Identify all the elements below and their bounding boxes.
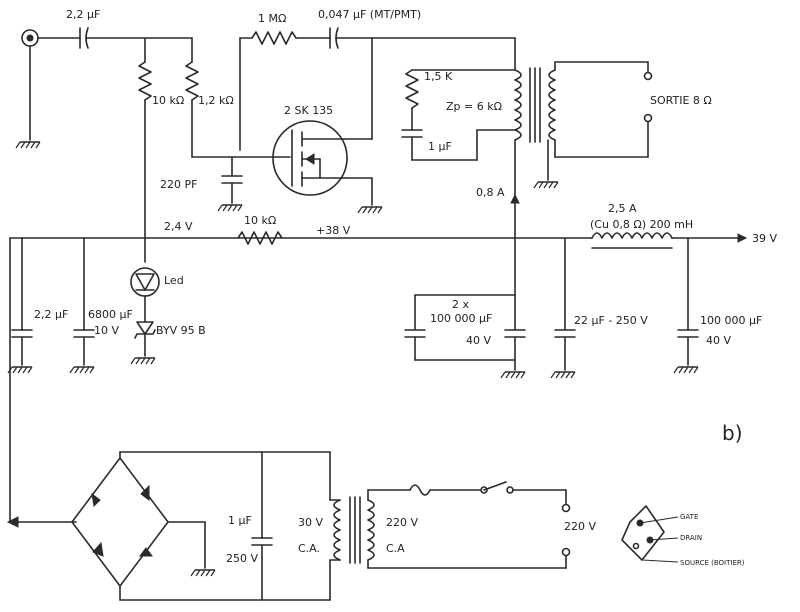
capacitor-2u2-left	[7, 237, 33, 374]
ca-left-label: C.A.	[298, 542, 320, 555]
feedback-capacitor-label: 0,047 µF (MT/PMT)	[318, 8, 421, 21]
current-25-label: 2,5 A	[608, 202, 637, 215]
capacitor-1uf-ps	[251, 451, 273, 601]
snubber-network	[401, 69, 516, 161]
output-voltage-label: 39 V	[752, 232, 777, 245]
led-label: Led	[164, 274, 184, 287]
resistor-drop-label: 10 kΩ	[244, 214, 276, 227]
source-pin-label: SOURCE (BOITIER)	[680, 559, 745, 567]
choke-label: (Cu 0,8 Ω) 200 mH	[590, 218, 693, 231]
resistor-1k2-source	[185, 61, 291, 158]
capacitor-6800-label: 6800 µF	[88, 308, 133, 321]
output-label: SORTIE 8 Ω	[650, 94, 712, 107]
voltage-24-label: 2,4 V	[164, 220, 193, 233]
capacitor-dual-100000uf	[404, 237, 526, 379]
choke-200mh	[591, 232, 748, 249]
resistor-1k2-source-label: 1,2 kΩ	[198, 94, 234, 107]
voltage-40a-label: 40 V	[466, 334, 491, 347]
voltage-220-sec-label: 220 V	[386, 516, 418, 529]
capacitor-2u2-label: 2,2 µF	[34, 308, 68, 321]
current-08-label: 0,8 A	[476, 186, 505, 199]
voltage-40b-label: 40 V	[706, 334, 731, 347]
capacitor-100000uf-out	[673, 237, 699, 374]
snubber-resistor-label: 1,5 K	[424, 70, 453, 83]
feedback-resistor-label: 1 MΩ	[258, 12, 286, 25]
panel-label: b)	[722, 421, 743, 445]
input-coupling-capacitor	[37, 27, 146, 49]
capacitor-dual-count: 2 x	[452, 298, 469, 311]
ca-right-label: C.A	[386, 542, 405, 555]
resistor-10k-gate-label: 10 kΩ	[152, 94, 184, 107]
capacitor-out-label: 100 000 µF	[700, 314, 762, 327]
capacitor-22uf-label: 22 µF - 250 V	[574, 314, 648, 327]
voltage-30-label: 30 V	[298, 516, 323, 529]
impedance-label: Zp = 6 kΩ	[446, 100, 502, 113]
fet-label: 2 SK 135	[284, 104, 333, 117]
output-transformer	[514, 37, 653, 196]
resistor-10k-gate	[138, 61, 152, 239]
gate-pin-label: GATE	[680, 513, 698, 521]
feedback-network	[239, 27, 516, 151]
input-jack	[15, 29, 41, 149]
bridge-rectifier	[71, 451, 331, 601]
capacitor-22uf	[550, 237, 576, 379]
left-supply-return	[6, 237, 77, 528]
led-zener-branch	[130, 237, 160, 365]
mains-transformer	[329, 451, 571, 601]
voltage-38-label: +38 V	[316, 224, 351, 237]
capacitor-dual-value: 100 000 µF	[430, 312, 492, 325]
voltage-10-label: 10 V	[94, 324, 119, 337]
voltage-250-label: 250 V	[226, 552, 258, 565]
capacitor-220pf	[217, 156, 243, 212]
input-capacitor-label: 2,2 µF	[66, 8, 100, 21]
capacitor-6800uf	[69, 237, 95, 374]
drain-pin-label: DRAIN	[680, 534, 702, 542]
zener-label: BYV 95 B	[156, 324, 206, 337]
top-rail-wires	[144, 37, 193, 63]
capacitor-220pf-label: 220 PF	[160, 178, 197, 191]
capacitor-ps-label: 1 µF	[228, 514, 252, 527]
fet-package-diagram	[621, 505, 679, 563]
supply-rail	[9, 193, 593, 245]
mains-label: 220 V	[564, 520, 596, 533]
fet-2sk135	[272, 37, 383, 214]
snubber-capacitor-label: 1 µF	[428, 140, 452, 153]
